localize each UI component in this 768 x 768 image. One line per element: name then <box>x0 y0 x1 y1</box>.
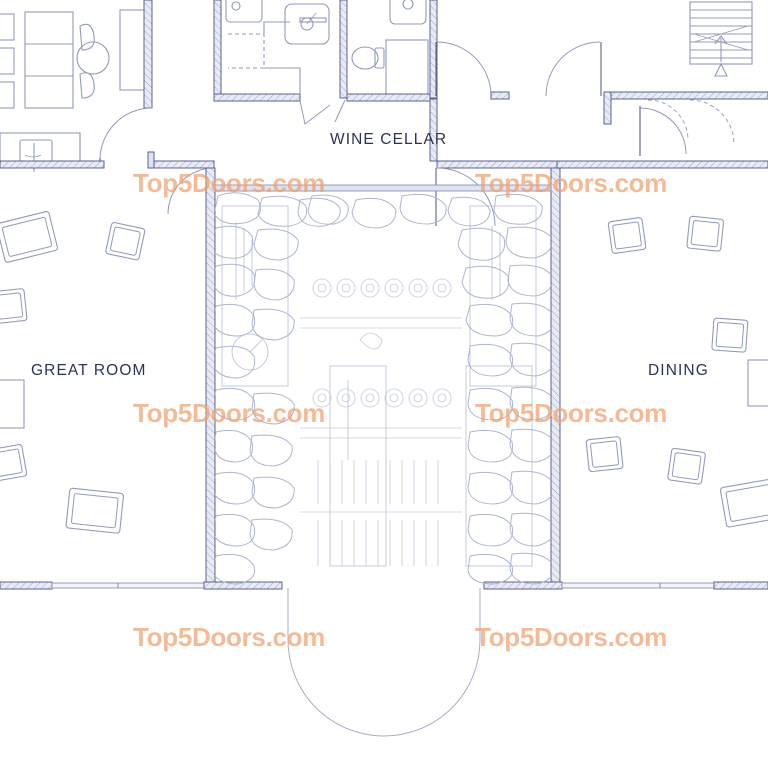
watermark: Top5Doors.com <box>133 398 326 428</box>
watermark: Top5Doors.com <box>133 622 326 652</box>
room-label-dining: DINING <box>648 362 709 379</box>
watermark: Top5Doors.com <box>475 168 668 198</box>
watermark: Top5Doors.com <box>475 622 668 652</box>
room-label-great-room: GREAT ROOM <box>31 362 147 379</box>
watermark: Top5Doors.com <box>133 168 326 198</box>
watermark: Top5Doors.com <box>475 398 668 428</box>
room-label-wine-cellar: WINE CELLAR <box>330 131 448 148</box>
